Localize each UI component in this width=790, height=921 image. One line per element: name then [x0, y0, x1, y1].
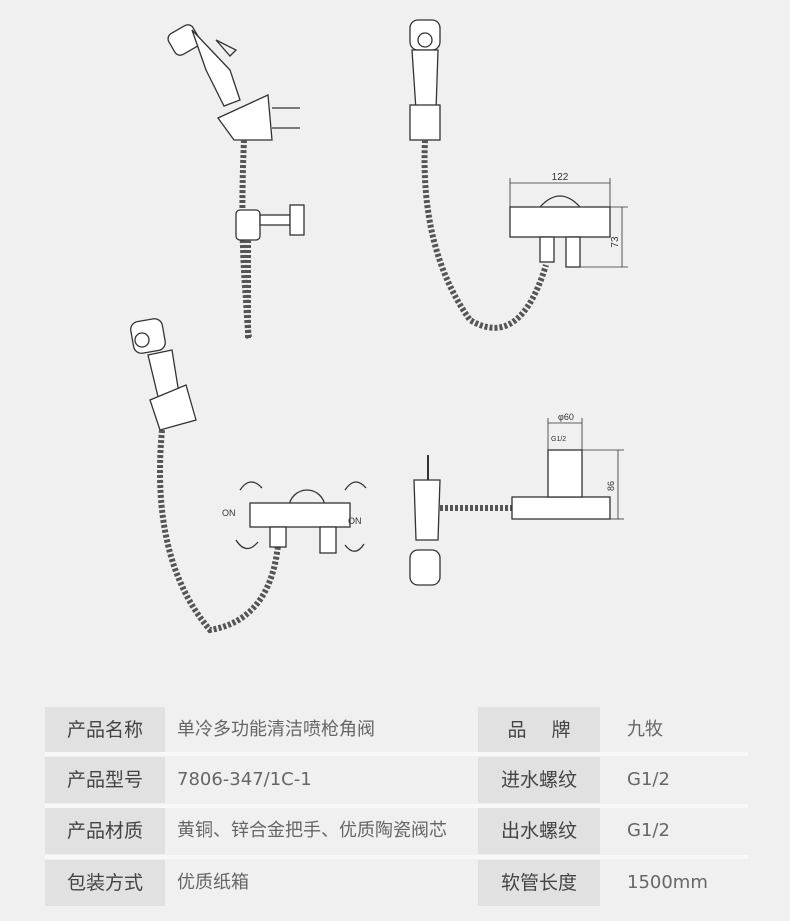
spec-value: 黄铜、锌合金把手、优质陶瓷阀芯: [177, 820, 447, 841]
spec-label: 包装方式: [45, 860, 165, 906]
spec-value: 7806-347/1C-1: [177, 769, 312, 790]
spec-row: 产品名称 单冷多功能清洁喷枪角阀 品 牌 九牧: [45, 707, 748, 753]
spec-row: 产品材质 黄铜、锌合金把手、优质陶瓷阀芯 出水螺纹 G1/2: [45, 808, 748, 854]
side-view-drawing: φ60 G1/2 86: [409, 412, 624, 586]
spec-label: 产品型号: [45, 757, 165, 803]
spec-label: 品 牌: [478, 707, 600, 753]
height-dimension: 73: [610, 236, 621, 248]
width-dimension: 122: [552, 172, 569, 183]
spec-label: 出水螺纹: [478, 808, 600, 854]
spec-label: 产品名称: [45, 707, 165, 753]
row-divider: [45, 804, 748, 808]
spray-gun-operation-drawing: ON ON: [130, 318, 367, 634]
diameter-dimension: φ60: [558, 412, 574, 422]
spec-value: 单冷多功能清洁喷枪角阀: [177, 719, 375, 740]
spray-gun-angle-valve-drawing: 122 73: [409, 19, 628, 331]
spray-gun-wall-mounted-drawing: [167, 24, 305, 342]
row-divider: [45, 855, 748, 859]
spec-value: G1/2: [627, 820, 670, 841]
on-label-left: ON: [222, 508, 236, 518]
side-height-dimension: 86: [606, 481, 616, 491]
row-divider: [45, 752, 748, 756]
spec-row: 产品型号 7806-347/1C-1 进水螺纹 G1/2: [45, 757, 748, 803]
product-line-drawings: 122 73 ON ON φ60 G1/2 86: [130, 19, 628, 634]
on-label-right: ON: [348, 516, 362, 526]
spec-value: 优质纸箱: [177, 872, 249, 893]
spec-label: 进水螺纹: [478, 757, 600, 803]
spec-value: 1500mm: [627, 872, 708, 893]
thread-dimension: G1/2: [551, 436, 566, 443]
spec-label: 软管长度: [478, 860, 600, 906]
spec-value: 九牧: [627, 719, 663, 740]
spec-row: 包装方式 优质纸箱 软管长度 1500mm: [45, 860, 748, 906]
spec-label: 产品材质: [45, 808, 165, 854]
spec-value: G1/2: [627, 769, 670, 790]
